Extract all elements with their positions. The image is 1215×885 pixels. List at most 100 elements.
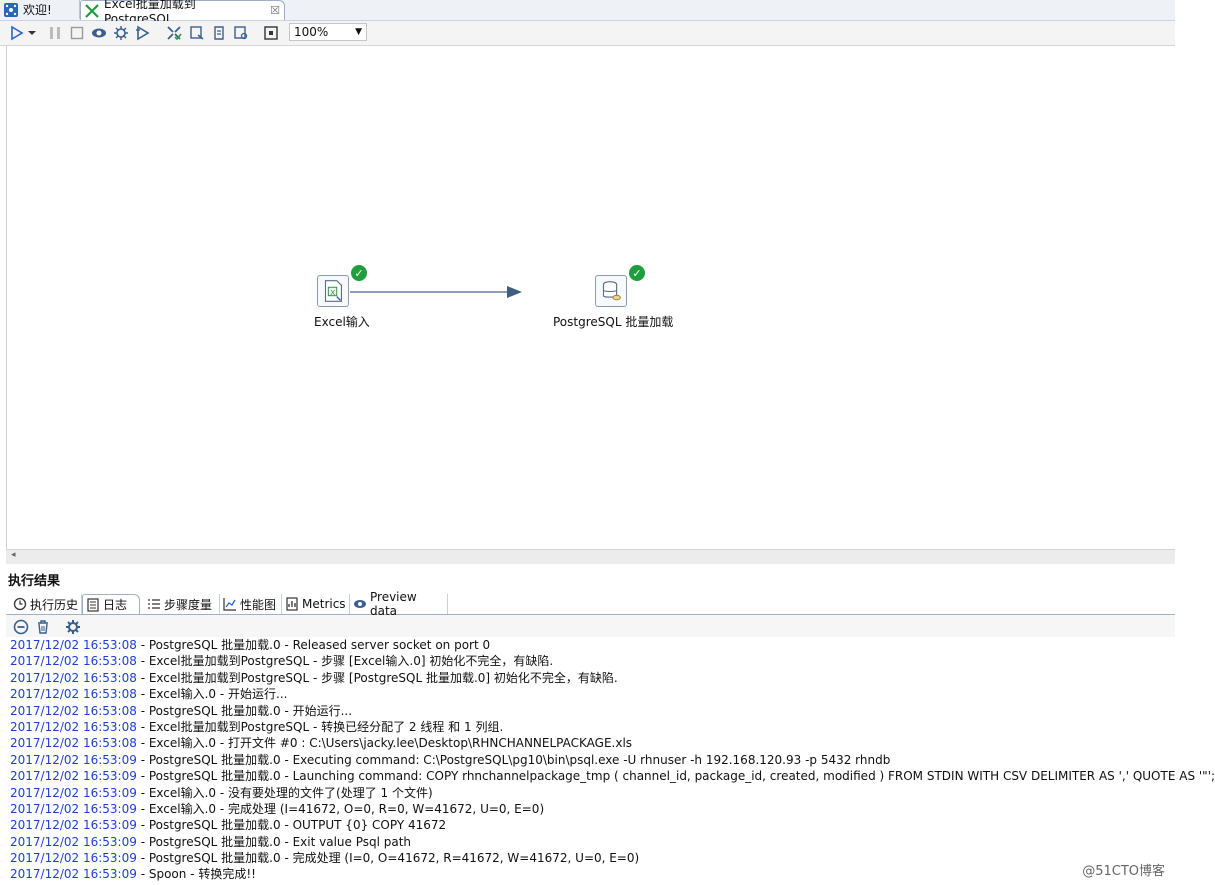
log-message: - PostgreSQL 批量加载.0 - Released server so… bbox=[136, 638, 491, 652]
log-message: - PostgreSQL 批量加载.0 - 开始运行... bbox=[136, 703, 353, 718]
log-message: - Excel输入.0 - 开始运行... bbox=[136, 687, 288, 702]
log-message: - Excel批量加载到PostgreSQL - 步骤 [Excel输入.0] … bbox=[136, 654, 554, 669]
tab-welcome[interactable]: 欢迎! bbox=[0, 0, 80, 19]
execution-results-title: 执行结果 bbox=[8, 574, 61, 589]
log-message: - PostgreSQL 批量加载.0 - Launching command:… bbox=[136, 769, 1215, 784]
clock-icon bbox=[13, 597, 27, 611]
tab-welcome-label: 欢迎! bbox=[23, 3, 52, 17]
log-line: 2017/12/02 16:53:09 - PostgreSQL 批量加载.0 … bbox=[10, 817, 1170, 833]
tab-performance-graph[interactable]: 性能图 bbox=[220, 594, 282, 614]
debug-icon[interactable] bbox=[112, 24, 130, 42]
preview-icon[interactable] bbox=[90, 24, 108, 42]
step-postgresql-bulk-load-label: PostgreSQL 批量加载 bbox=[553, 315, 674, 329]
log-toolbar bbox=[6, 615, 1175, 637]
log-message: - PostgreSQL 批量加载.0 - Executing command:… bbox=[136, 752, 891, 767]
log-message: - Excel输入.0 - 打开文件 #0 : C:\Users\jacky.l… bbox=[136, 736, 633, 751]
log-line: 2017/12/02 16:53:08 - Excel批量加载到PostgreS… bbox=[10, 670, 1170, 686]
tab-preview-data[interactable]: Preview data bbox=[350, 590, 448, 618]
log-line: 2017/12/02 16:53:09 - Excel输入.0 - 没有要处理的… bbox=[10, 785, 1170, 801]
log-output[interactable]: 2017/12/02 16:53:08 - PostgreSQL 批量加载.0 … bbox=[10, 637, 1215, 883]
tab-log[interactable]: 日志 bbox=[82, 594, 140, 614]
log-timestamp: 2017/12/02 16:53:08 bbox=[10, 670, 137, 685]
log-timestamp: 2017/12/02 16:53:09 bbox=[10, 867, 137, 882]
log-line: 2017/12/02 16:53:09 - PostgreSQL 批量加载.0 … bbox=[10, 834, 1170, 850]
log-line: 2017/12/02 16:53:08 - Excel输入.0 - 开始运行..… bbox=[10, 686, 1170, 702]
transformation-toolbar bbox=[0, 21, 1175, 46]
log-timestamp: 2017/12/02 16:53:09 bbox=[10, 752, 137, 767]
log-timestamp: 2017/12/02 16:53:08 bbox=[10, 638, 137, 652]
gear-icon[interactable] bbox=[64, 618, 82, 636]
log-message: - Excel输入.0 - 没有要处理的文件了(处理了 1 个文件) bbox=[136, 785, 433, 800]
chevron-down-icon: ▼ bbox=[355, 27, 362, 37]
log-timestamp: 2017/12/02 16:53:08 bbox=[10, 654, 137, 669]
sql-icon[interactable] bbox=[210, 24, 228, 42]
pause-icon[interactable] bbox=[46, 24, 64, 42]
step-ok-icon: ✓ bbox=[629, 265, 645, 281]
zoom-value: 100% bbox=[294, 25, 329, 39]
show-results-icon[interactable] bbox=[262, 24, 280, 42]
log-message: - Excel输入.0 - 完成处理 (I=41672, O=0, R=0, W… bbox=[136, 801, 545, 816]
run-icon[interactable] bbox=[8, 24, 26, 42]
log-line: 2017/12/02 16:53:08 - PostgreSQL 批量加载.0 … bbox=[10, 703, 1170, 719]
verify-icon[interactable] bbox=[165, 24, 183, 42]
transformation-canvas[interactable]: X ✓ Excel输入 ✓ PostgreSQL 批量加载 bbox=[6, 46, 1176, 549]
log-line: 2017/12/02 16:53:09 - Spoon - 转换完成!! bbox=[10, 866, 1170, 882]
tab-log-label: 日志 bbox=[103, 598, 128, 612]
editor-tab-bar: 欢迎! Excel批量加载到PostgreSQL ☒ bbox=[0, 0, 1175, 26]
log-line: 2017/12/02 16:53:09 - PostgreSQL 批量加载.0 … bbox=[10, 752, 1170, 768]
log-timestamp: 2017/12/02 16:53:09 bbox=[10, 801, 137, 816]
log-timestamp: 2017/12/02 16:53:08 bbox=[10, 703, 137, 718]
transformation-icon bbox=[85, 3, 99, 18]
log-message: - Spoon - 转换完成!! bbox=[136, 867, 256, 882]
hop-arrow-icon bbox=[507, 286, 522, 298]
log-line: 2017/12/02 16:53:09 - PostgreSQL 批量加载.0 … bbox=[10, 768, 1215, 784]
log-line: 2017/12/02 16:53:08 - Excel批量加载到PostgreS… bbox=[10, 719, 1170, 735]
trash-icon[interactable] bbox=[34, 618, 52, 636]
scroll-left-icon[interactable]: ◂ bbox=[11, 550, 16, 560]
canvas-horizontal-scrollbar[interactable]: ◂ bbox=[6, 549, 1175, 564]
explore-db-icon[interactable] bbox=[232, 24, 250, 42]
zoom-select[interactable]: 100% ▼ bbox=[289, 23, 367, 41]
tab-preview-data-label: Preview data bbox=[370, 590, 417, 618]
log-line: 2017/12/02 16:53:09 - Excel输入.0 - 完成处理 (… bbox=[10, 801, 1170, 817]
replay-icon[interactable] bbox=[134, 24, 152, 42]
tab-step-metrics[interactable]: 步骤度量 bbox=[144, 594, 220, 614]
metrics-icon bbox=[286, 597, 298, 611]
chart-icon bbox=[223, 598, 236, 611]
watermark: @51CTO博客 bbox=[1082, 864, 1165, 879]
log-timestamp: 2017/12/02 16:53:09 bbox=[10, 851, 137, 866]
run-options-dropdown-icon[interactable] bbox=[27, 24, 37, 42]
tab-metrics-label: Metrics bbox=[302, 597, 346, 611]
close-icon[interactable]: ☒ bbox=[270, 4, 280, 17]
log-line: 2017/12/02 16:53:08 - PostgreSQL 批量加载.0 … bbox=[10, 637, 1170, 653]
log-timestamp: 2017/12/02 16:53:09 bbox=[10, 769, 137, 784]
step-ok-icon: ✓ bbox=[351, 265, 367, 281]
svg-text:X: X bbox=[330, 288, 335, 297]
log-message: - PostgreSQL 批量加载.0 - Exit value Psql pa… bbox=[136, 834, 412, 849]
tab-execution-history-label: 执行历史 bbox=[30, 597, 79, 612]
impact-analysis-icon[interactable] bbox=[188, 24, 206, 42]
log-message: - PostgreSQL 批量加载.0 - OUTPUT {0} COPY 41… bbox=[136, 818, 447, 833]
log-line: 2017/12/02 16:53:09 - PostgreSQL 批量加载.0 … bbox=[10, 850, 1170, 866]
log-timestamp: 2017/12/02 16:53:08 bbox=[10, 719, 137, 734]
log-line: 2017/12/02 16:53:08 - Excel批量加载到PostgreS… bbox=[10, 653, 1170, 669]
tab-transformation[interactable]: Excel批量加载到PostgreSQL ☒ bbox=[80, 0, 285, 26]
hop-layer bbox=[350, 286, 522, 298]
log-message: - Excel批量加载到PostgreSQL - 转换已经分配了 2 线程 和 … bbox=[136, 719, 504, 734]
log-timestamp: 2017/12/02 16:53:08 bbox=[10, 687, 137, 702]
tab-performance-graph-label: 性能图 bbox=[240, 597, 277, 612]
log-timestamp: 2017/12/02 16:53:09 bbox=[10, 785, 137, 800]
log-timestamp: 2017/12/02 16:53:09 bbox=[10, 834, 137, 849]
stop-icon[interactable] bbox=[68, 24, 86, 42]
database-bulk-load-icon bbox=[595, 275, 627, 307]
results-tabs: 执行历史 日志 步骤度量 性能图 Metrics Preview data bbox=[6, 590, 1175, 618]
eye-icon bbox=[354, 600, 366, 608]
tab-execution-history[interactable]: 执行历史 bbox=[10, 594, 82, 614]
log-timestamp: 2017/12/02 16:53:09 bbox=[10, 818, 137, 833]
welcome-icon bbox=[4, 2, 18, 17]
clear-log-icon[interactable] bbox=[12, 618, 30, 636]
log-message: - Excel批量加载到PostgreSQL - 步骤 [PostgreSQL … bbox=[136, 670, 618, 685]
step-excel-input-label: Excel输入 bbox=[314, 315, 370, 329]
log-message: - PostgreSQL 批量加载.0 - 完成处理 (I=0, O=41672… bbox=[136, 851, 640, 866]
tab-metrics[interactable]: Metrics bbox=[282, 594, 350, 614]
